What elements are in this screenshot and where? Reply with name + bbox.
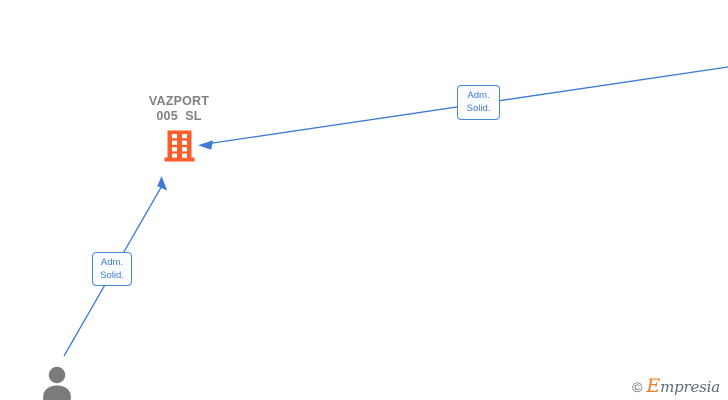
edge-label-bottom-line1: Adm. — [100, 257, 124, 268]
person-icon[interactable] — [40, 365, 74, 400]
watermark: © Empresia — [632, 377, 720, 396]
edge-label-adm-solid-bottom[interactable]: Adm. Solid. — [92, 252, 132, 286]
company-name-line1: VAZPORT — [148, 94, 210, 108]
brand-initial: E — [646, 375, 661, 397]
edge-top-arrowhead — [198, 140, 213, 150]
edge-label-adm-solid-top[interactable]: Adm. Solid. — [457, 85, 500, 120]
building-icon[interactable] — [164, 129, 195, 162]
company-node[interactable]: VAZPORT 005 SL — [120, 94, 238, 165]
edge-label-top-line2: Solid. — [466, 103, 491, 114]
edge-bottom-arrowhead — [157, 176, 168, 191]
edge-label-bottom-line2: Solid. — [100, 270, 124, 281]
brand-wordmark: Empresia — [646, 377, 720, 396]
person-node[interactable] — [40, 365, 74, 400]
company-name-line2: 005 SL — [156, 109, 202, 123]
edge-label-top-line1: Adm. — [467, 90, 490, 101]
brand-rest: mpresia — [660, 378, 720, 396]
copyright-icon: © — [632, 378, 643, 395]
company-icon-wrap — [120, 129, 238, 165]
